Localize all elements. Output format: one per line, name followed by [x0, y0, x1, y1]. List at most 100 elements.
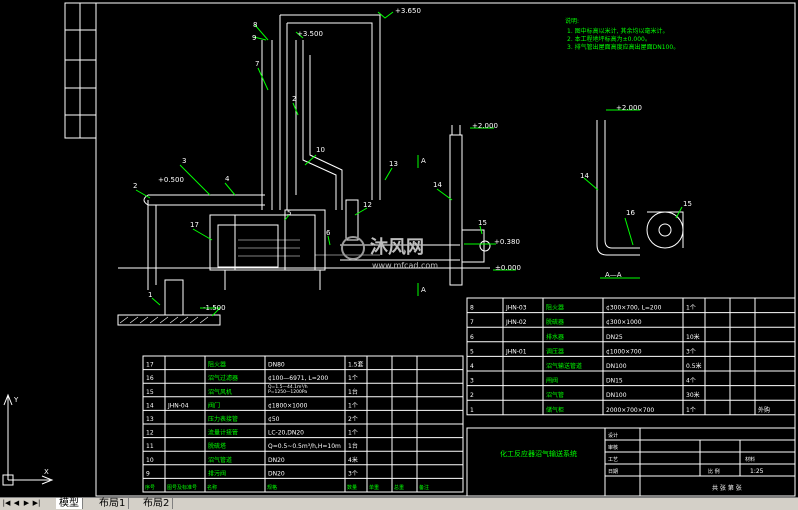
cell-qty: 1个	[348, 375, 358, 382]
cell-name: 沼气管	[546, 391, 564, 399]
cell-spec: 2000×700×700	[606, 407, 654, 414]
cell-spec: DN25	[606, 334, 623, 341]
drawing-border	[95, 2, 796, 497]
tb-sheet: 共 张 第 张	[712, 484, 742, 492]
section-aa: A—A	[605, 271, 622, 279]
callout-5: 10	[316, 146, 325, 154]
cell-code: JHN-02	[505, 319, 527, 326]
cell-name: 阻火器	[208, 361, 226, 369]
cell-no: 5	[470, 348, 474, 355]
elev-minus: -1.500	[203, 304, 226, 312]
callout-14: 14	[433, 181, 442, 189]
cell-remark: 外购	[758, 406, 770, 414]
leader-lines	[135, 11, 683, 317]
first-tab-button[interactable]: |◀	[2, 499, 11, 507]
cell-name: 沼气风机	[208, 388, 232, 396]
callout-17: 14	[580, 172, 589, 180]
header-no: 序号	[145, 484, 155, 491]
title-block	[466, 427, 796, 497]
tb-label-review: 审核	[608, 444, 618, 451]
cell-qty: 1.5套	[348, 361, 364, 369]
foundation-hatch	[119, 239, 380, 324]
ucs-icon: Y X	[2, 393, 54, 486]
header-name: 名称	[207, 484, 217, 491]
callout-3: 7	[255, 60, 259, 68]
cell-qty: 1台	[348, 388, 358, 396]
cell-name: 流量计接管	[208, 429, 238, 437]
elev-0380: +0.380	[494, 238, 520, 246]
cell-spec: ¢1800×1000	[268, 402, 308, 409]
prev-tab-button[interactable]: ◀	[13, 499, 20, 507]
cell-name: 脱硫器	[546, 318, 564, 326]
title-block-text: 化工反应器沼气输送系统 设计 审核 工艺 日期 材料 比 例 1:25 共 张 …	[500, 432, 764, 492]
cell-spec: DN20	[268, 470, 285, 477]
cell-spec: P=1250—1200Pa	[268, 389, 307, 395]
cell-no: 12	[146, 430, 154, 437]
layout-tab-bar: |◀ ◀ ▶ ▶| 模型 布局1 布局2	[0, 497, 798, 510]
callout-11: 6	[326, 229, 331, 237]
cell-no: 13	[146, 416, 154, 423]
cell-qty: 1台	[348, 442, 358, 450]
cell-qty: 1个	[686, 407, 696, 414]
tb-scale-label: 比 例	[708, 468, 720, 475]
tab-layout-1[interactable]: 布局1	[96, 498, 130, 509]
tb-label-process: 工艺	[608, 457, 618, 463]
tb-label-date: 日期	[608, 469, 618, 475]
cell-no: 11	[146, 443, 154, 450]
note-3: 3. 排气管出屋面高度应高出屋面DN100。	[567, 43, 679, 51]
cell-spec: DN100	[606, 363, 627, 370]
cell-no: 10	[146, 457, 154, 464]
tab-layout-2[interactable]: 布局2	[140, 498, 174, 509]
watermark: 沐风网 www.mfcad.com	[341, 236, 438, 270]
cell-qty: 4个	[686, 378, 696, 385]
cell-qty: 30米	[686, 391, 700, 399]
callout-6: 3	[182, 157, 186, 165]
tab-model[interactable]: 模型	[56, 498, 83, 509]
cell-no: 4	[470, 363, 474, 370]
note-2: 2. 本工程地坪标高为±0.000。	[567, 35, 651, 43]
cell-qty: 4米	[348, 456, 358, 464]
cell-spec: ¢100—6971, L=200	[268, 375, 328, 382]
header-remark: 备注	[419, 484, 429, 491]
cell-no: 17	[146, 362, 154, 369]
section-a-top: A	[421, 157, 426, 165]
cell-spec: Q=0.5~0.5m³/h,H=10m	[268, 443, 341, 450]
cell-code: JHN-01	[505, 348, 527, 355]
callout-8: 2	[133, 182, 137, 190]
cell-qty: 2个	[348, 416, 358, 423]
watermark-url: www.mfcad.com	[372, 261, 438, 270]
header-total: 总重	[394, 484, 404, 491]
cell-qty: 3个	[348, 470, 358, 477]
cell-qty: 1个	[686, 305, 696, 312]
cell-no: 7	[470, 319, 474, 326]
header-code: 图号及标准号	[167, 484, 197, 491]
callout-19: 15	[683, 200, 692, 208]
header-spec: 规格	[267, 484, 277, 491]
note-1: 1. 图中标高以米计, 其余均以毫米计。	[567, 27, 668, 35]
project-title: 化工反应器沼气输送系统	[500, 449, 577, 458]
elev-2000-right: +2.000	[616, 104, 642, 112]
callout-7: 4	[225, 175, 230, 183]
callout-18: 16	[626, 209, 635, 217]
cell-no: 16	[146, 375, 154, 382]
cell-name: 排污阀	[208, 469, 226, 477]
cell-spec: DN100	[606, 392, 627, 399]
cell-name: 脱硫塔	[208, 442, 226, 450]
cell-no: 6	[470, 334, 474, 341]
cell-no: 3	[470, 378, 474, 385]
cell-spec: DN80	[268, 362, 285, 369]
cell-name: 阻火器	[546, 304, 564, 312]
cell-qty: 10米	[686, 333, 700, 341]
tb-scale: 1:25	[750, 468, 764, 475]
cell-spec: DN15	[606, 378, 623, 385]
cell-name: 排水器	[546, 333, 564, 341]
cell-spec: ¢1000×700	[606, 348, 642, 355]
last-tab-button[interactable]: ▶|	[32, 499, 41, 507]
cell-no: 8	[470, 305, 474, 312]
next-tab-button[interactable]: ▶	[23, 499, 30, 507]
cell-qty: 0.5米	[686, 362, 702, 370]
cell-name: 压力表接管	[208, 415, 238, 423]
cell-no: 1	[470, 407, 474, 414]
